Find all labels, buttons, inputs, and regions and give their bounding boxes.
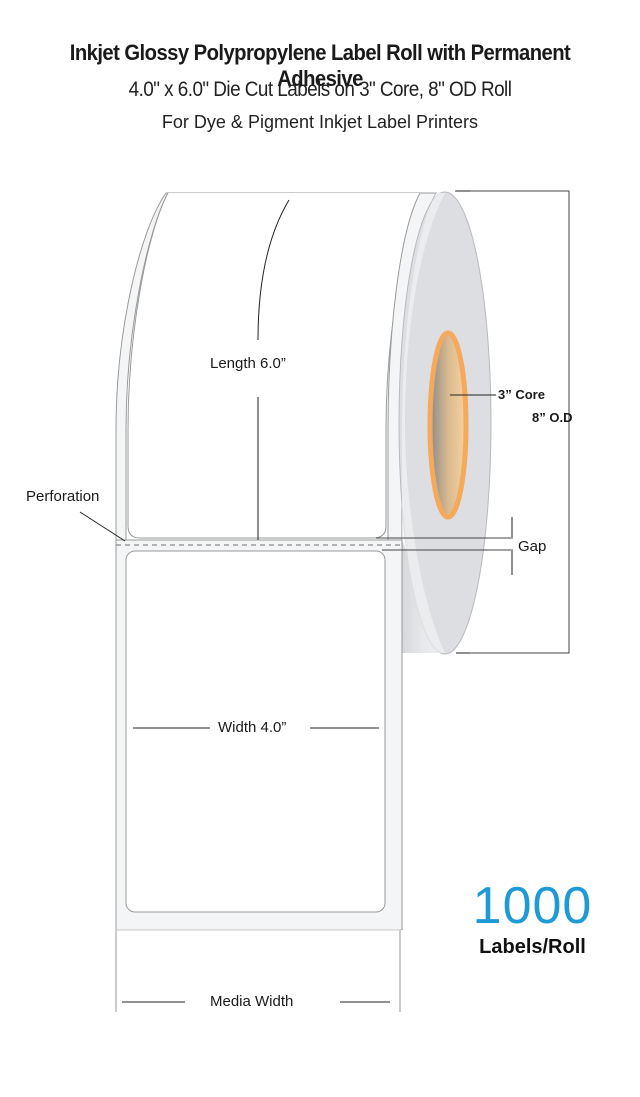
- core-label: 3” Core: [498, 387, 545, 402]
- outer-diameter-label: 8” O.D: [532, 410, 573, 425]
- labels-per-roll-unit: Labels/Roll: [479, 936, 586, 958]
- labels-count: 1000: [472, 877, 593, 935]
- length-label: Length 6.0”: [206, 355, 290, 372]
- printer-compatibility: For Dye & Pigment Inkjet Label Printers: [161, 112, 479, 132]
- media-width-label: Media Width: [206, 993, 298, 1010]
- perforation-label: Perforation: [26, 488, 100, 505]
- unrolled-liner: [115, 539, 403, 1014]
- product-spec-subtitle: 4.0" x 6.0" Die Cut Labels on 3" Core, 8…: [128, 78, 512, 101]
- width-label: Width 4.0”: [214, 719, 291, 736]
- gap-label: Gap: [518, 538, 547, 555]
- core: [427, 330, 469, 520]
- page-title: Inkjet Glossy Polypropylene Label Roll w…: [69, 40, 571, 91]
